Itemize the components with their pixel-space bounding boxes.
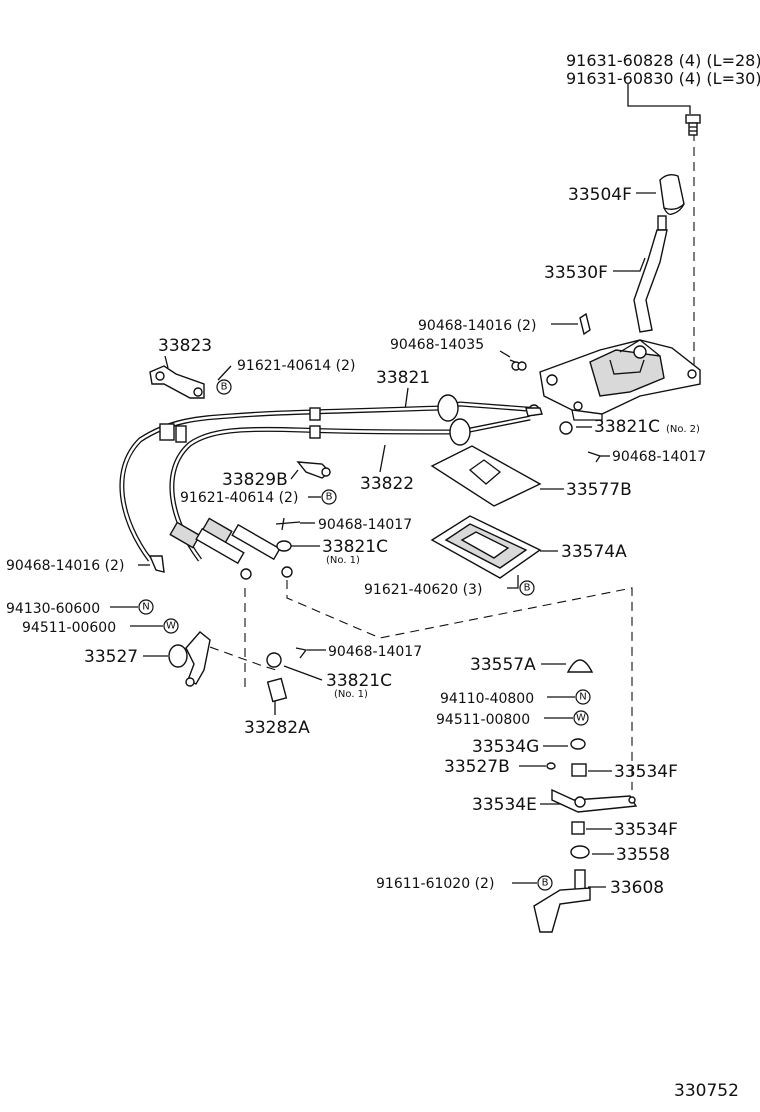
svg-text:B: B <box>524 583 531 594</box>
label-33821c-no1-lower-note: (No. 1) <box>334 689 368 700</box>
symbol-w-left: W <box>163 618 179 634</box>
pin-90468-14017-lower <box>295 647 308 659</box>
label-33821c-no2-note: (No. 2) <box>666 424 700 435</box>
svg-text:W: W <box>576 713 586 724</box>
symbol-n-right: N <box>575 689 591 705</box>
washer-33821c-lower <box>266 652 282 668</box>
label-33577b: 33577B <box>566 480 632 500</box>
plate-33577b <box>430 445 542 507</box>
lever-33534e <box>551 788 638 813</box>
label-33821: 33821 <box>376 368 430 388</box>
washer-33558 <box>570 845 590 859</box>
shift-knob-33504f <box>659 173 685 216</box>
label-90468-14017-lower: 90468-14017 <box>328 644 422 660</box>
label-90468-14016-top: 90468-14016 (2) <box>418 318 536 334</box>
assembly-dashed-lines <box>195 132 695 790</box>
symbol-b-mid: B <box>321 489 337 505</box>
bushing-33534f-top <box>571 763 587 777</box>
shift-lever-33530f <box>633 215 668 333</box>
label-33530f: 33530F <box>544 263 608 283</box>
control-cables <box>119 394 543 580</box>
label-91621-40614-top: 91621-40614 (2) <box>237 358 355 374</box>
label-90468-14016-left: 90468-14016 (2) <box>6 558 124 574</box>
symbol-b-bottom: B <box>537 875 553 891</box>
label-33822: 33822 <box>360 474 414 494</box>
label-94110-40800: 94110-40800 <box>440 691 534 707</box>
label-33821c-no2: 33821C <box>594 417 660 437</box>
label-33527b: 33527B <box>444 757 510 777</box>
label-33557a: 33557A <box>470 655 536 675</box>
label-33829b: 33829B <box>222 470 288 490</box>
bushing-33534f-bottom <box>571 821 585 835</box>
symbol-b-tray: B <box>519 580 535 596</box>
label-33821c-no1-top: 33821C <box>322 537 388 557</box>
svg-text:B: B <box>221 382 228 393</box>
label-33574a: 33574A <box>561 542 627 562</box>
label-33282a: 33282A <box>244 718 310 738</box>
svg-text:B: B <box>326 492 333 503</box>
bolt-91631 <box>685 114 701 136</box>
label-33504f: 33504F <box>568 185 632 205</box>
clip-33829b <box>296 461 332 479</box>
label-91631-60828: 91631-60828 (4) (L=28) <box>566 51 760 70</box>
label-91621-40614-mid: 91621-40614 (2) <box>180 490 298 506</box>
symbol-b-top: B <box>216 379 232 395</box>
pin-90468-14017-right <box>587 451 602 463</box>
svg-text:W: W <box>166 621 176 632</box>
washer-33821c-mid <box>276 540 292 552</box>
washer-33534g <box>570 738 586 750</box>
label-91631-60830: 91631-60830 (4) (L=30) <box>566 69 760 88</box>
label-33534e: 33534E <box>472 795 537 815</box>
pin-33527b <box>546 762 556 770</box>
label-33823: 33823 <box>158 336 212 356</box>
part-labels: 91631-60828 (4) (L=28) 91631-60830 (4) (… <box>6 51 760 1101</box>
label-33534f-bottom: 33534F <box>614 820 678 840</box>
label-90468-14017-right: 90468-14017 <box>612 449 706 465</box>
figure-number: 330752 <box>674 1081 739 1101</box>
washer-33821c-right <box>559 421 573 435</box>
gasket-33574a <box>430 515 542 579</box>
label-33821c-no1-top-note: (No. 1) <box>326 555 360 566</box>
svg-text:N: N <box>142 602 149 613</box>
label-94130-60600: 94130-60600 <box>6 601 100 617</box>
label-90468-14017-mid: 90468-14017 <box>318 517 412 533</box>
label-94511-00600: 94511-00600 <box>22 620 116 636</box>
lever-33527 <box>168 631 211 687</box>
label-94511-00800: 94511-00800 <box>436 712 530 728</box>
symbol-n-left: N <box>138 599 154 615</box>
clip-90468-14016-top <box>579 312 591 336</box>
pin-90468-14035 <box>509 359 527 371</box>
label-91621-40620: 91621-40620 (3) <box>364 582 482 598</box>
label-33534g: 33534G <box>472 737 539 757</box>
lever-33608 <box>533 869 591 933</box>
label-33558: 33558 <box>616 845 670 865</box>
cap-33557a <box>566 659 594 673</box>
pin-90468-14017-mid <box>275 517 301 531</box>
label-33534f-top: 33534F <box>614 762 678 782</box>
svg-text:N: N <box>579 692 586 703</box>
spec-symbols: B B B B N W N W <box>138 379 591 891</box>
clip-90468-14016-left <box>148 555 165 573</box>
bushing-33282a <box>266 677 288 703</box>
leader-lines <box>110 84 691 888</box>
label-91611-61020: 91611-61020 (2) <box>376 876 494 892</box>
svg-text:B: B <box>542 878 549 889</box>
label-33821c-no1-lower: 33821C <box>326 671 392 691</box>
symbol-w-right: W <box>573 710 589 726</box>
label-33608: 33608 <box>610 878 664 898</box>
label-90468-14035: 90468-14035 <box>390 337 484 353</box>
label-33527: 33527 <box>84 647 138 667</box>
shift-housing <box>539 339 701 421</box>
bracket-33823 <box>149 365 205 399</box>
